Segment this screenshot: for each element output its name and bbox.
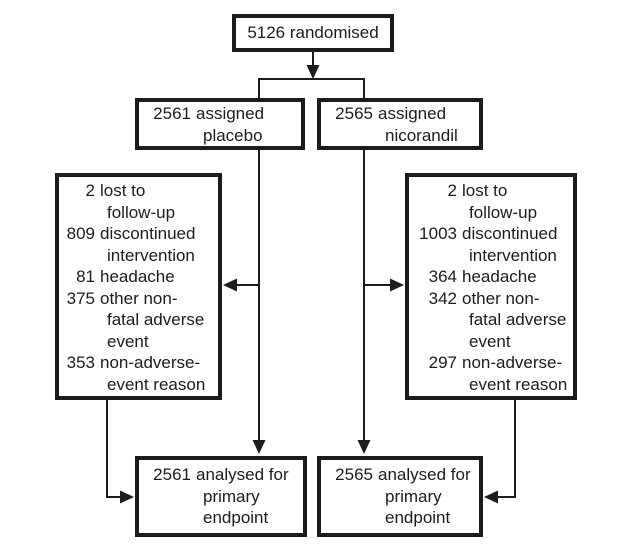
loss-count: 1003 <box>419 224 457 243</box>
analysed-nicorandil-count: 2565 <box>335 465 373 484</box>
loss-label: headache <box>100 267 175 286</box>
loss-count: 809 <box>66 224 95 243</box>
loss-entry: 809 discontinued intervention <box>59 223 218 266</box>
loss-entry: 2 lost to follow-up <box>59 180 218 223</box>
split-bar <box>258 78 365 100</box>
loss-label: non-adverse- event reason <box>100 353 206 394</box>
nicorandil-losses-box: 2 lost to follow-up 1003 discontinued in… <box>405 173 577 400</box>
loss-entry: 2 lost to follow-up <box>409 180 573 223</box>
analysed-placebo-entry: 2561 analysed for primary endpoint <box>139 463 303 529</box>
arrow-nicorandil-losses-to-analysed <box>484 400 516 504</box>
arrow-to-nicorandil-losses <box>364 278 404 292</box>
loss-entry: 81 headache <box>59 266 218 288</box>
analysed-placebo-box: 2561 analysed for primary endpoint <box>135 456 307 537</box>
loss-label: non-adverse- event reason <box>462 353 568 394</box>
arrow-to-placebo-losses <box>223 278 259 292</box>
loss-count: 2 <box>447 181 457 200</box>
randomised-box: 5126 randomised <box>232 14 394 52</box>
loss-count: 353 <box>66 353 95 372</box>
loss-label: headache <box>462 267 537 286</box>
loss-entry: 342 other non- fatal adverse event <box>409 288 573 353</box>
loss-entry: 364 headache <box>409 266 573 288</box>
loss-label: lost to follow-up <box>462 181 538 222</box>
assigned-placebo-label: assigned placebo <box>196 104 265 145</box>
analysed-placebo-label: analysed for primary endpoint <box>196 465 289 527</box>
assigned-nicorandil-label: assigned nicorandil <box>378 104 458 145</box>
loss-count: 2 <box>85 181 95 200</box>
loss-count: 364 <box>428 267 457 286</box>
analysed-nicorandil-entry: 2565 analysed for primary endpoint <box>321 463 479 529</box>
loss-label: discontinued intervention <box>100 224 196 265</box>
loss-count: 342 <box>428 288 457 308</box>
assigned-nicorandil-entry: 2565 assigned nicorandil <box>321 102 479 146</box>
analysed-nicorandil-box: 2565 analysed for primary endpoint <box>317 456 483 537</box>
loss-count: 297 <box>428 353 457 372</box>
analysed-placebo-count: 2561 <box>153 465 191 484</box>
loss-entry: 375 other non- fatal adverse event <box>59 288 218 353</box>
loss-entry: 297 non-adverse- event reason <box>409 352 573 395</box>
loss-entry: 353 non-adverse- event reason <box>59 352 218 395</box>
loss-label: other non- fatal adverse event <box>100 288 205 351</box>
placebo-losses-box: 2 lost to follow-up 809 discontinued int… <box>55 173 222 400</box>
assigned-placebo-box: 2561 assigned placebo <box>135 98 305 150</box>
arrow-placebo-losses-to-analysed <box>106 400 134 504</box>
assigned-placebo-count: 2561 <box>153 104 191 123</box>
assigned-placebo-entry: 2561 assigned placebo <box>139 102 301 146</box>
analysed-nicorandil-label: analysed for primary endpoint <box>378 465 471 527</box>
loss-count: 81 <box>76 267 95 286</box>
arrow-nicorandil-to-analysed <box>357 150 371 454</box>
loss-label: other non- fatal adverse event <box>462 288 567 351</box>
assigned-nicorandil-box: 2565 assigned nicorandil <box>317 98 483 150</box>
arrow-randomised-to-split <box>306 52 320 79</box>
assigned-nicorandil-count: 2565 <box>335 104 373 123</box>
loss-label: discontinued intervention <box>462 224 558 265</box>
loss-label: lost to follow-up <box>100 181 176 222</box>
arrow-placebo-to-analysed <box>252 150 266 454</box>
loss-count: 375 <box>66 288 95 308</box>
randomised-text: 5126 randomised <box>247 23 379 43</box>
loss-entry: 1003 discontinued intervention <box>409 223 573 266</box>
